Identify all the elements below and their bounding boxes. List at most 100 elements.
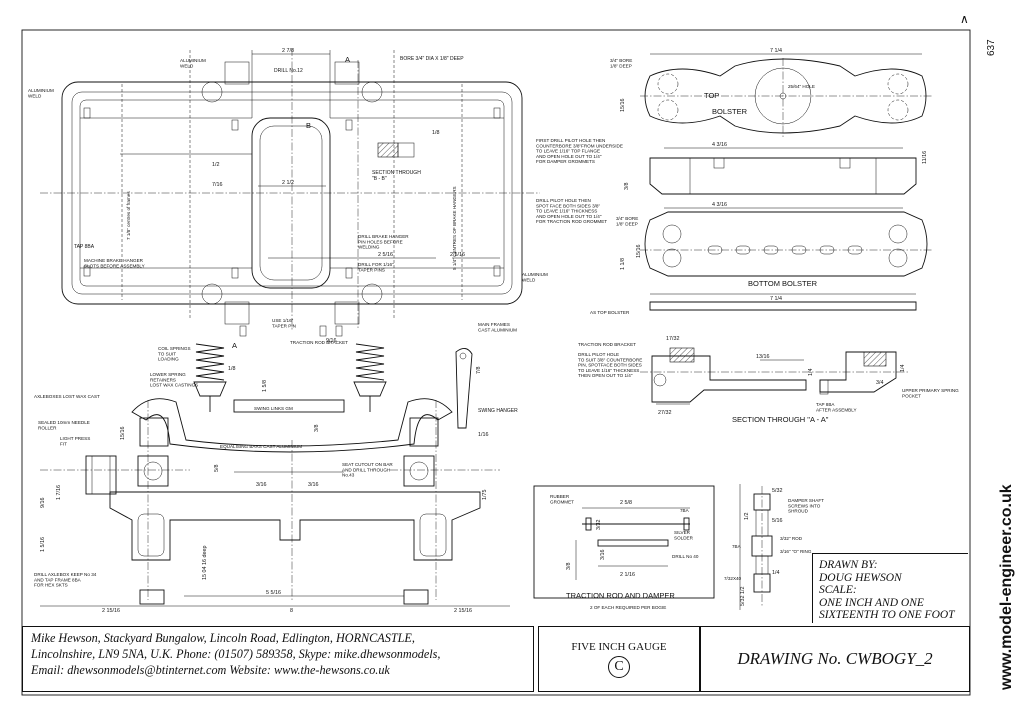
dim-frame-2-5-16b: 2 5/16 <box>450 252 465 258</box>
address-block: Mike Hewson, Stackyard Bungalow, Lincoln… <box>22 626 534 692</box>
label-traction-rod-subtitle: 2 OF EACH REQUIRED PER BOGIE <box>590 605 666 610</box>
dim-15-16: 15/16 <box>120 427 126 441</box>
dim-15-16a: 15/16 <box>620 99 626 113</box>
drawn-by-block: DRAWN BY: DOUG HEWSON SCALE: ONE INCH AN… <box>812 553 968 623</box>
label-spring-a: A <box>232 341 237 350</box>
dim-9-16: 9/16 <box>326 338 337 344</box>
dim-8: 8 <box>290 608 293 614</box>
label-7ba-damper: 7BA <box>732 544 742 549</box>
gauge-letter: C <box>608 656 630 678</box>
drawn-by-label: DRAWN BY: <box>819 559 878 571</box>
dim-5-8: 5/8 <box>214 465 220 473</box>
dim-15-16b: 15/16 <box>636 245 642 259</box>
dim-3-16a: 3/16 <box>256 482 267 488</box>
label-drill-40: DRILL No 40 <box>672 554 699 559</box>
dim-13-16: 13/16 <box>756 354 770 360</box>
dim-5-16: 5/16 <box>772 518 783 524</box>
dim-2-1-16: 2 1/16 <box>620 572 635 578</box>
spring-equalising-view <box>40 325 510 607</box>
dim-frame-1-8: 1/8 <box>432 130 440 136</box>
dim-3-8-bolster: 3/8 <box>624 183 630 191</box>
dim-1-5-16: 1 5/16 <box>40 537 46 552</box>
label-bottom-bolster: BOTTOM BOLSTER <box>748 279 818 288</box>
dim-7-1-4b: 7 1/4 <box>770 296 782 302</box>
drawing-number: DRAWING No. CWBOGY_2 <box>700 626 970 692</box>
dim-7-8: 7/8 <box>476 367 482 375</box>
dim-5-32a: 5/32 <box>772 488 783 494</box>
dim-frame-half: 1/2 <box>212 162 220 168</box>
address-line-1: Mike Hewson, Stackyard Bungalow, Lincoln… <box>31 631 415 645</box>
label-3-32-rod: 3/32" ROD <box>780 536 803 541</box>
dim-3-8-rod: 3/8 <box>566 563 572 571</box>
label-centres-frames: 7 1/8" centres of frames <box>126 191 131 240</box>
dim-1-16: 1/16 <box>478 432 489 438</box>
dim-17-32: 17/32 <box>666 336 680 342</box>
label-top: TOP <box>704 91 719 100</box>
label-as-top: AS TOP BOLSTER <box>590 310 630 315</box>
label-tap-8ba: TAP 8BA <box>74 244 95 250</box>
dim-1-75: 1/75 <box>482 490 488 501</box>
label-use-taper-pin: USE 1/16"TAPER PIN <box>272 318 296 328</box>
dim-1-1-8: 1 1/8 <box>620 258 626 270</box>
website-vertical: www.model-engineer.co.uk <box>998 484 1015 690</box>
dim-1-5-8: 1 5/8 <box>262 380 268 392</box>
gauge-title: FIVE INCH GAUGE <box>571 641 667 653</box>
gauge-block: FIVE INCH GAUGE C <box>538 626 700 692</box>
dim-3-16-rod: 3/16 <box>600 550 606 561</box>
dim-frame-top: 2 7/8 <box>282 48 294 54</box>
dim-4-3-16b: 4 3/16 <box>712 202 727 208</box>
label-hole: 25/64" HOLE <box>788 84 815 89</box>
dim-2-15-16b: 2 15/16 <box>454 608 472 614</box>
dim-3-16b: 3/16 <box>308 482 319 488</box>
dim-1-4-bracket: 1/4 <box>808 369 814 377</box>
label-o-ring: 3/16" "O" RING <box>780 549 812 554</box>
traction-rod-view <box>533 485 715 599</box>
dim-frame-2-half: 2 1/2 <box>282 180 294 186</box>
label-axleboxes: AXLEBOXES LOST WAX CAST <box>34 394 100 399</box>
frame-plan-view <box>40 48 540 330</box>
north-marker: ∧ <box>960 12 969 26</box>
dim-4-3-16a: 4 3/16 <box>712 142 727 148</box>
label-traction-bracket: TRACTION ROD BRACKET <box>578 342 636 347</box>
dim-5-5-16: 5 5/16 <box>266 590 281 596</box>
label-traction-rod-title: TRACTION ROD AND DAMPER <box>566 591 675 600</box>
dim-9-16b: 9/16 <box>40 498 46 509</box>
dim-frame-2-5-16a: 2 5/16 <box>378 252 393 258</box>
label-7ba-rod: 7BA <box>680 508 690 513</box>
dim-15-04-16: 15 04 16 deep <box>202 546 208 580</box>
dim-1-7-16: 1 7/16 <box>56 485 62 500</box>
drawn-by-name: DOUG HEWSON <box>819 571 902 584</box>
dim-frame-7-16: 7/16 <box>212 182 223 188</box>
label-7-32x40: 7/32X40 <box>724 576 742 581</box>
label-drill-taper: DRILL FOR 1/16"TAPER PINS <box>358 262 394 272</box>
dim-1-8: 1/8 <box>228 366 236 372</box>
dim-3-4: 3/4 <box>876 380 884 386</box>
sheet-number: 637 <box>986 39 997 56</box>
label-bore: BORE 3/4" DIA X 1/8" DEEP <box>400 56 464 62</box>
label-swing-hanger: SWING HANGER <box>478 408 518 414</box>
sheet-border <box>21 29 971 696</box>
label-swing-links: SWING LINKS GM <box>254 406 293 411</box>
dim-27-32: 27/32 <box>658 410 672 416</box>
scale-line-2: SIXTEENTH TO ONE FOOT <box>819 609 955 621</box>
